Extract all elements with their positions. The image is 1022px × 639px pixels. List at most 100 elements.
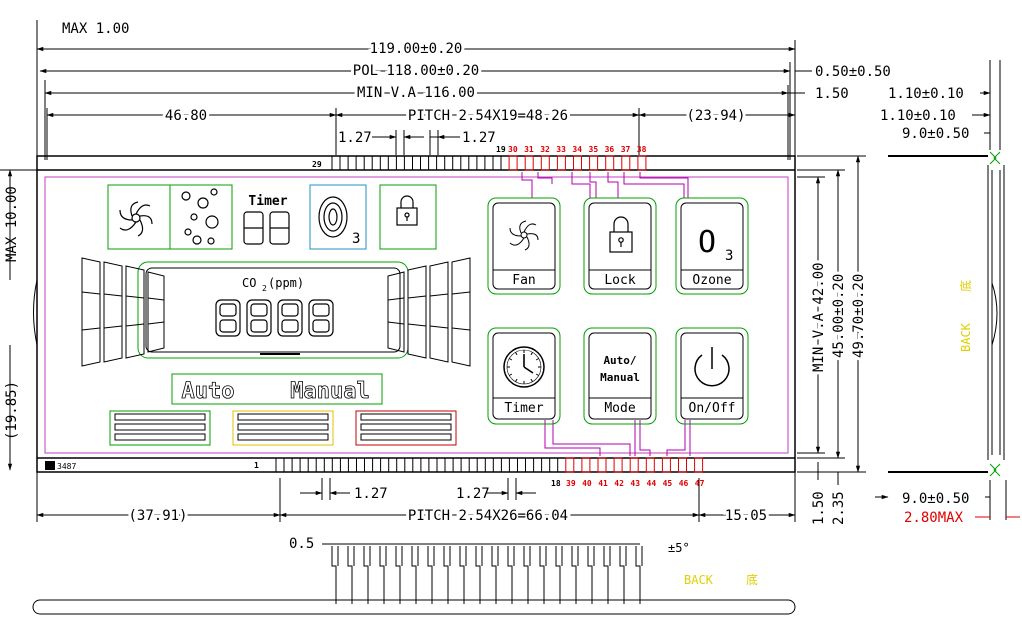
pin-label-top-first: 29: [312, 160, 322, 169]
side-pin: [539, 546, 545, 604]
side-pin: [619, 546, 625, 604]
clock-icon: [503, 346, 545, 388]
top-pin-row: [331, 155, 647, 171]
top-pin: [605, 155, 615, 171]
bottom-pin: [500, 457, 510, 473]
dim-pol-offset: 0.50±0.50: [815, 64, 891, 80]
co2-digit: [215, 299, 241, 337]
side-pin: [443, 546, 449, 604]
bottom-pin: [356, 457, 365, 473]
back-labels: BACK 底 BACK 底: [684, 280, 973, 587]
bottom-pin: [629, 457, 639, 473]
side-pin: [571, 546, 577, 604]
dim-pin-length-top: 9.0±0.50: [902, 126, 969, 142]
top-pin: [476, 155, 486, 171]
side-pin: [491, 546, 497, 604]
pin-label-red-bottom: 39: [566, 479, 576, 488]
dim-bottom-offset-b: 2.35: [831, 491, 847, 525]
co2-digit-lower: [312, 319, 330, 333]
fan-icon: [509, 220, 539, 251]
bottom-pin: [694, 457, 704, 473]
co2-digit-lower: [219, 319, 237, 333]
side-pin: [379, 546, 385, 604]
dim-left-offset-top: 46.80: [165, 108, 207, 124]
bottom-pin: [517, 457, 526, 473]
bottom-pin: [581, 457, 591, 473]
bottom-pin: [661, 457, 671, 473]
side-pin: [363, 546, 369, 604]
pin-label-red-top: 38: [637, 145, 647, 154]
fan-button[interactable]: Fan: [487, 197, 561, 295]
pin-label-bottom-first: 1: [254, 461, 259, 470]
pin-label-red-bottom: 42: [614, 479, 624, 488]
pin-label-red-top: 30: [508, 145, 518, 154]
ozone-button-label: Ozone: [692, 273, 731, 288]
lock-button[interactable]: Lock: [583, 197, 657, 295]
o3-segment-icon: [318, 196, 348, 238]
bottom-pin: [307, 457, 317, 473]
bottom-pin: [404, 457, 414, 473]
co2-sub: 2: [262, 284, 267, 293]
bottom-pin: [339, 457, 349, 473]
pin-label-red-top: 34: [572, 145, 582, 154]
co2-digit-upper: [281, 303, 299, 317]
dim-left-height-bottom: (19.85): [4, 381, 20, 440]
onoff-button-label: On/Off: [689, 401, 736, 416]
dimension-texts: MAX 1.00 119.00±0.20 POL 118.00±0.20 MIN…: [4, 21, 969, 555]
pin-label-red-top: 33: [556, 145, 566, 154]
side-pin: [523, 546, 529, 604]
top-pin: [621, 155, 631, 171]
side-pin: [555, 546, 561, 604]
co2-digit: [308, 299, 334, 337]
dim-max-height-left: MAX 10.00: [4, 186, 20, 262]
dim-pin-width: 0.5: [289, 536, 314, 552]
dim-pol-height: 45.00±0.20: [831, 274, 847, 358]
clock-tick: [509, 373, 513, 376]
right-bargraph: [387, 257, 471, 367]
side-view: [875, 60, 1020, 520]
left-bargraph: [81, 257, 165, 367]
lock-icon: [609, 216, 633, 253]
side-pin: [475, 546, 481, 604]
pin-label-red-top: 31: [524, 145, 534, 154]
mode-auto-text: Auto/: [603, 354, 636, 367]
back-label-side: BACK: [959, 322, 973, 352]
dim-side-thick-a: 1.10±0.10: [888, 86, 964, 102]
ozone-button[interactable]: O 3 Ozone: [675, 197, 749, 295]
dim-pol-length: POL 118.00±0.20: [353, 63, 479, 79]
side-pin: [587, 546, 593, 604]
dim-right-offset-bottom: 15.05: [725, 508, 767, 524]
co2-label: CO 2 (ppm): [242, 276, 304, 293]
o3-segment-sub: 3: [352, 231, 360, 247]
co2-unit: (ppm): [268, 276, 304, 290]
mode-button[interactable]: Auto/ Manual Mode: [583, 327, 657, 425]
timer-button[interactable]: Timer: [487, 327, 561, 425]
power-button[interactable]: On/Off: [675, 327, 749, 425]
co2-digit: [246, 299, 272, 337]
clock-tick: [515, 352, 518, 356]
top-pin: [379, 155, 389, 171]
dim-view-area-width: MIN V.A 116.00: [357, 85, 475, 101]
dim-pin-spacing-top-a: 1.27: [338, 130, 372, 146]
dim-view-area-height: MIN V.A 42.00: [811, 262, 827, 372]
bottom-pin: [565, 457, 575, 473]
dim-pin-spacing-bottom-b: 1.27: [456, 486, 490, 502]
dim-thickness-max: 2.80MAX: [904, 510, 964, 526]
top-pin: [556, 155, 566, 171]
side-pin: [603, 546, 609, 604]
bubbles-icon: [181, 188, 219, 245]
timer-digits: [243, 211, 290, 245]
bottom-pin: [323, 457, 333, 473]
bottom-pin: [484, 457, 494, 473]
side-pin: [395, 546, 401, 604]
bottom-pin: [645, 457, 655, 473]
dim-side-thick-b: 1.10±0.10: [880, 108, 956, 124]
pin-label-red-top: 32: [540, 145, 550, 154]
pin-label-red-top: 37: [621, 145, 631, 154]
side-pin: [507, 546, 513, 604]
top-pin: [589, 155, 599, 171]
fan-button-label: Fan: [512, 273, 535, 288]
top-pin: [428, 155, 438, 171]
dim-pin-spacing-top-b: 1.27: [462, 130, 496, 146]
